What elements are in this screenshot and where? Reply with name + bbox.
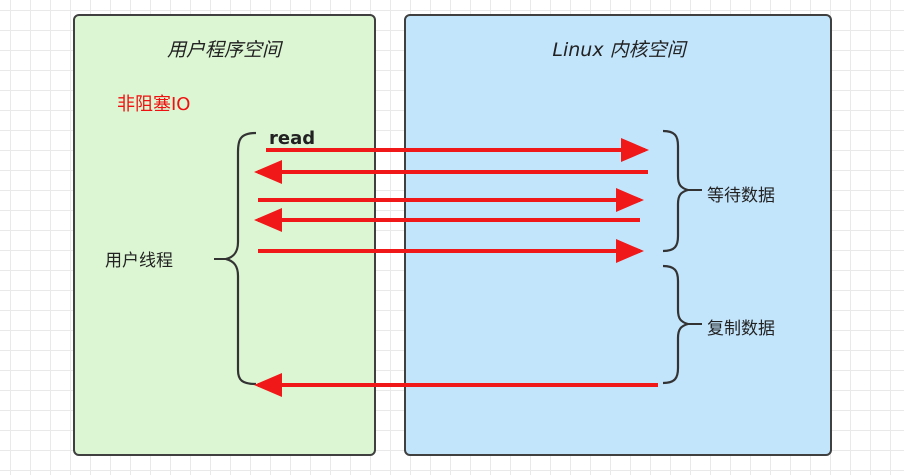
kernel-space-panel (404, 14, 832, 456)
user-thread-brace (225, 131, 257, 386)
copy-data-brace (662, 264, 693, 385)
read-call-label: read (269, 128, 316, 149)
user-thread-label: 用户线程 (105, 251, 173, 271)
nonblocking-io-label: 非阻塞IO (117, 94, 191, 115)
copy-data-label: 复制数据 (707, 319, 775, 339)
kernel-space-title: Linux 内核空间 (552, 39, 686, 61)
user-space-title: 用户程序空间 (166, 39, 282, 61)
wait-data-label: 等待数据 (707, 186, 775, 206)
wait-data-brace (662, 129, 693, 253)
user-space-panel (73, 14, 376, 456)
